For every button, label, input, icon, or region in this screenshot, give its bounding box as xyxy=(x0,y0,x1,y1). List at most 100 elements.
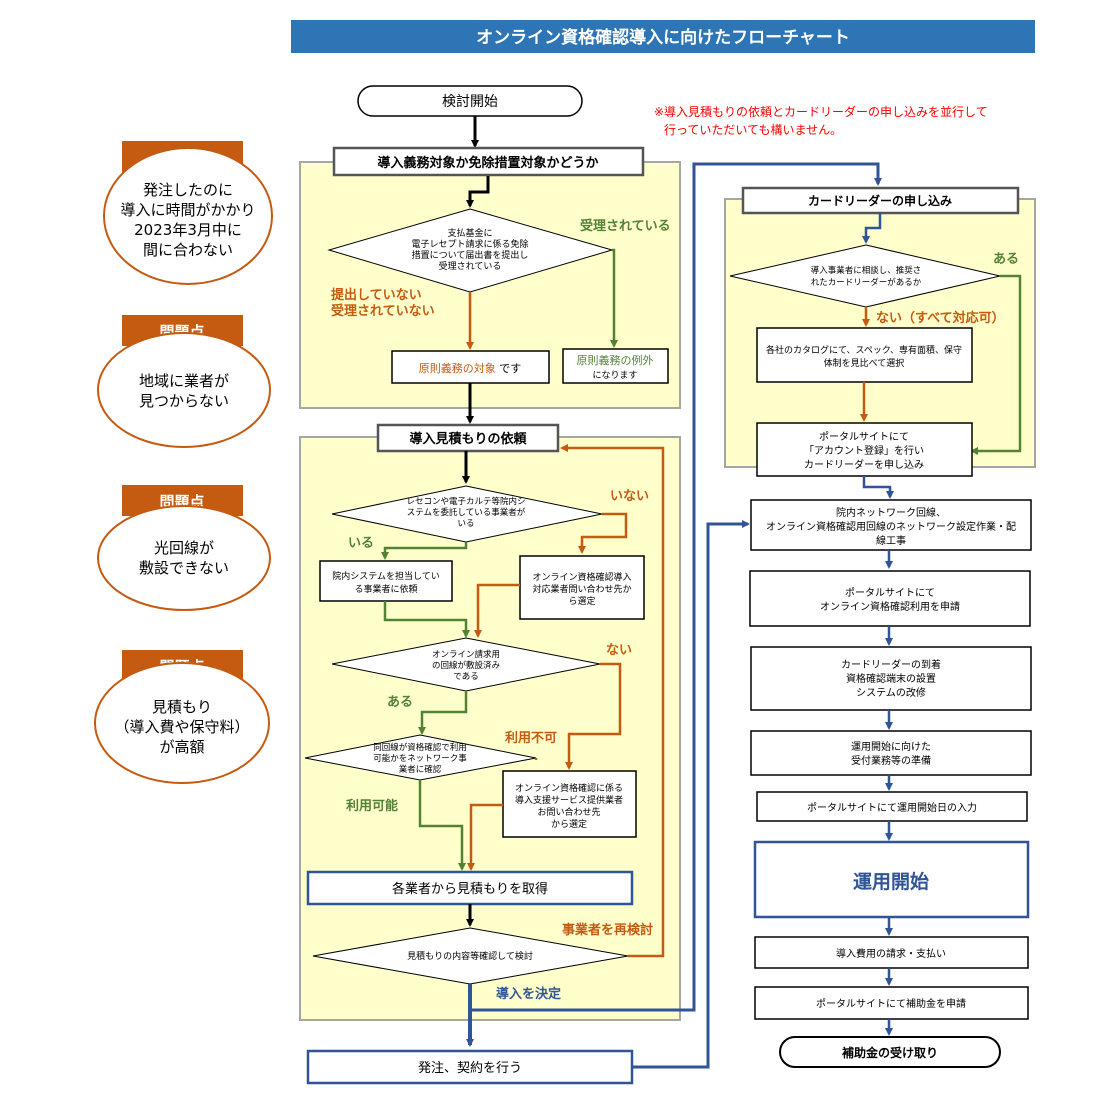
branch-label-yes: ある xyxy=(993,252,1019,267)
box-text: 院内システムを担当してい xyxy=(332,570,439,582)
arrow xyxy=(565,662,622,770)
problem-block-4: 問題点 見積もり （導入費や保守料） が高額 xyxy=(94,650,270,784)
apply-usage-box xyxy=(749,570,1031,627)
branch-label-decide: 導入を決定 xyxy=(496,986,561,1002)
connector-to-network xyxy=(632,520,750,1069)
branch-label-reconsider: 事業者を再検討 xyxy=(562,922,653,938)
box-text: ポータルサイトにて xyxy=(819,431,909,443)
install-box xyxy=(750,646,1032,711)
box-text: カードリーダーの到着 xyxy=(841,658,941,671)
branch-label-not-submitted: 提出していない xyxy=(331,287,422,303)
quote-title-box xyxy=(376,423,560,453)
support-vendor-box xyxy=(502,770,637,838)
box-text: 導入費用の請求・支払い xyxy=(836,947,946,960)
obligation-label: 原則義務の対象 です xyxy=(419,361,522,375)
branch-label-not-submitted: 受理されていない xyxy=(331,303,435,319)
card-title-box xyxy=(741,186,1020,215)
arrow xyxy=(474,583,520,638)
branch-label-yes: ある xyxy=(387,695,413,710)
arrow xyxy=(610,248,618,348)
problem-bubble xyxy=(103,147,273,285)
problem-block-3: 問題点 光回線が 敷設できない xyxy=(97,485,271,611)
box-text: る事業者に依頼 xyxy=(354,583,417,595)
box-text: 受付業務等の準備 xyxy=(851,754,931,767)
box-text: オンライン資格確認導入 xyxy=(532,571,631,583)
branch-label-unusable: 利用不可 xyxy=(505,730,557,746)
box-text: ポータルサイトにて補助金を申請 xyxy=(816,997,966,1010)
box-text: から選定 xyxy=(551,818,587,830)
decision-text: である xyxy=(453,672,478,682)
start-date-box xyxy=(756,791,1028,822)
decision-text: 導入事業者に相談し、推奨さ xyxy=(811,265,922,276)
decision-text: 電子レセプト請求に係る免除 xyxy=(411,238,528,250)
arrow xyxy=(383,601,470,638)
arrow xyxy=(418,780,466,871)
exemption-title-box xyxy=(332,146,645,177)
decision-text: 業者に確認 xyxy=(399,764,442,775)
title-bar xyxy=(291,20,1035,53)
connector-to-card-reader xyxy=(470,162,882,1012)
box-text: お問い合わせ先 xyxy=(537,806,600,818)
problem-text: 見積もり xyxy=(152,698,212,716)
box-text: オンライン資格確認に係る xyxy=(515,782,623,794)
decision-text: レセコンや電子カルテ等院内シ xyxy=(406,496,525,507)
decision-text: の回線が敷設済み xyxy=(432,660,501,671)
arrow xyxy=(862,476,894,499)
end-label: 補助金の受け取り xyxy=(841,1045,938,1060)
vendor-request-box xyxy=(319,560,453,602)
problem-text: 間に合わない xyxy=(143,241,233,259)
operation-start-box xyxy=(753,840,1030,919)
start-terminal xyxy=(357,85,583,117)
operation-start-label: 運用開始 xyxy=(853,870,929,893)
subsidy-apply-box xyxy=(754,986,1029,1020)
problem-text: 2023年3月中に xyxy=(134,221,242,239)
decision-text: 見積もりの内容等確認して検討 xyxy=(407,950,533,962)
page-title: オンライン資格確認導入に向けたフローチャート xyxy=(476,27,850,48)
problem-text: 見つからない xyxy=(139,392,229,410)
arrow xyxy=(862,213,882,244)
box-text: 「アカウント登録」を行い xyxy=(804,444,924,457)
box-text: オンライン資格確認用回線のネットワーク設定作業・配 xyxy=(766,520,1016,533)
exception-box xyxy=(562,348,669,384)
problem-text: 敷設できない xyxy=(139,559,229,577)
decision-text: 受理されている xyxy=(439,260,502,272)
obligation-box xyxy=(391,350,550,384)
decision-text: オンライン請求用 xyxy=(432,649,500,660)
box-text: 各社のカタログにて、スペック、専有面積、保守 xyxy=(766,344,962,356)
branch-label-usable: 利用可能 xyxy=(346,798,398,814)
box-text: ポータルサイトにて xyxy=(845,587,935,599)
arrow xyxy=(467,803,503,871)
reconsider-loop xyxy=(560,444,665,958)
parallel-note-line-2: 行っていただいても構いません。 xyxy=(664,123,842,137)
decision-text: れたカードリーダーがあるか xyxy=(811,277,922,288)
box-text: 院内ネットワーク回線、 xyxy=(836,506,946,519)
problem-bubble xyxy=(97,332,271,448)
decision-text: いる xyxy=(457,519,474,529)
arrow xyxy=(381,542,468,560)
box-text: 資格確認端末の設置 xyxy=(846,672,936,685)
prepare-box xyxy=(750,730,1032,776)
order-label: 発注、契約を行う xyxy=(418,1061,522,1076)
problem-text: 地域に業者が xyxy=(139,372,229,390)
arrow xyxy=(578,512,628,554)
branch-label-yes: いる xyxy=(348,536,374,551)
branch-label-no: ない（すべて対応可） xyxy=(876,310,1005,326)
vendor-select-box xyxy=(519,555,645,620)
arrow xyxy=(970,274,1022,455)
box-text: システムの改修 xyxy=(856,686,926,699)
decision-text: 同回線が資格確認で利用 xyxy=(373,742,467,753)
box-text: 運用開始に向けた xyxy=(851,740,931,753)
arrow xyxy=(466,176,490,208)
network-step-box xyxy=(750,499,1032,551)
arrow xyxy=(418,691,468,735)
branch-label-no: いない xyxy=(610,489,649,504)
problem-text: （導入費や保守料） xyxy=(114,718,249,736)
card-title: カードリーダーの申し込み xyxy=(808,193,952,208)
problem-text: 発注したのに xyxy=(143,181,233,199)
branch-label-no: ない xyxy=(606,643,632,658)
problem-block-2: 問題点 地域に業者が 見つからない xyxy=(97,315,271,448)
compare-box xyxy=(756,327,973,383)
box-text: カードリーダーを申し込み xyxy=(804,458,924,471)
decision-text: 可能かをネットワーク事 xyxy=(373,753,467,764)
box-text: 導入支援サービス提供業者 xyxy=(515,794,623,806)
